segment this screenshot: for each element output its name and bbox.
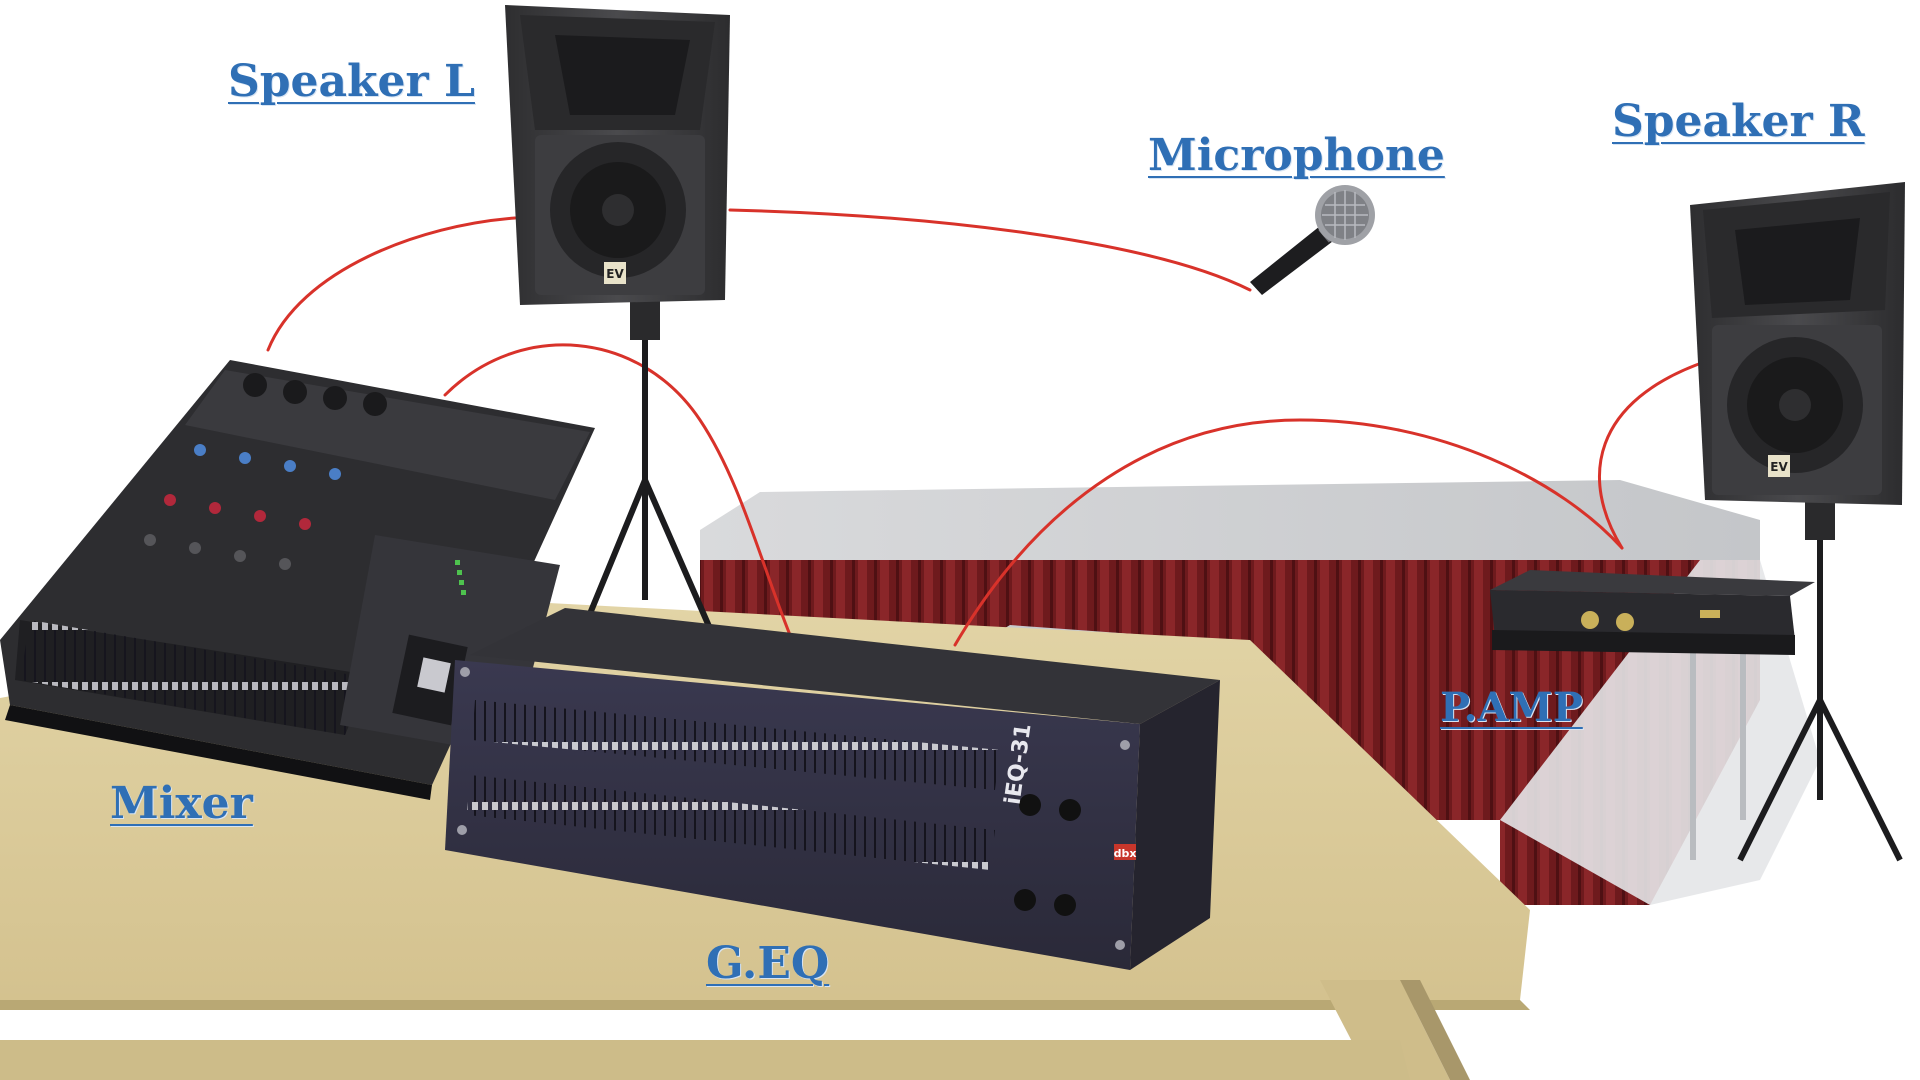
microphone	[1250, 185, 1375, 295]
label-microphone: Microphone	[1148, 130, 1445, 181]
speaker-right: EV	[1690, 182, 1905, 862]
speaker-right-brand: EV	[1770, 460, 1788, 474]
label-mixer: Mixer	[110, 778, 253, 829]
label-speaker-right: Speaker R	[1612, 96, 1865, 147]
graphic-equalizer: iEQ-31 dbx	[445, 608, 1220, 970]
cable-pamp-to-speaker-r	[1598, 358, 1712, 550]
power-amp	[1490, 570, 1815, 655]
speaker-left: EV	[505, 5, 730, 652]
cables	[266, 208, 1712, 647]
geq-brand-label: dbx	[1114, 847, 1137, 860]
label-geq: G.EQ	[706, 938, 830, 989]
geq-faders	[467, 700, 1000, 870]
cable-geq-to-pamp	[953, 418, 1624, 647]
label-power-amp: P.AMP	[1440, 684, 1583, 731]
cable-mixer-to-geq	[443, 343, 792, 637]
label-speaker-left: Speaker L	[228, 56, 475, 107]
speaker-left-brand: EV	[606, 267, 624, 281]
cable-mixer-to-speaker-l	[266, 216, 517, 352]
cable-speaker-l-to-mic	[728, 208, 1252, 292]
mixer-knobs	[144, 444, 341, 570]
